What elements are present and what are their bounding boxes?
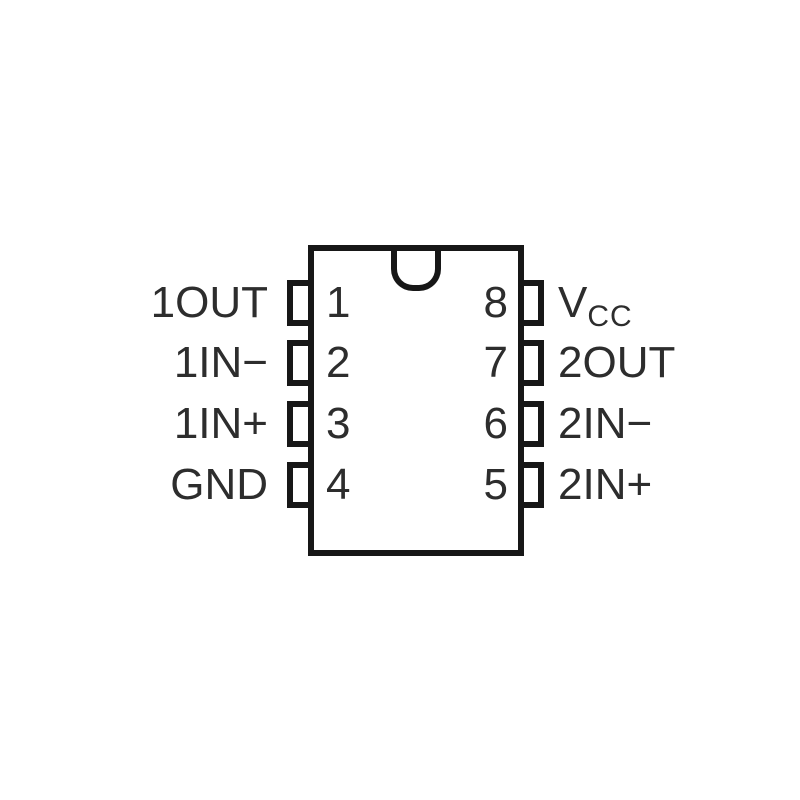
pin-1-label: 1OUT <box>150 278 268 327</box>
vcc-label-main: V <box>558 278 588 327</box>
pin-2-label: 1IN− <box>173 338 268 387</box>
pin-7-label: 2OUT <box>558 338 676 387</box>
pin-8-number: 8 <box>483 278 508 327</box>
pin-1-number: 1 <box>326 278 351 327</box>
pin-7-number: 7 <box>483 338 508 387</box>
pin-5-number: 5 <box>483 460 508 509</box>
pin-5-label: 2IN+ <box>558 460 653 509</box>
vcc-label-subscript: CC <box>587 300 633 333</box>
pin-4-label: GND <box>170 460 268 509</box>
pin-6-number: 6 <box>483 399 508 448</box>
pin-3-number: 3 <box>326 399 351 448</box>
pin-6-label: 2IN− <box>558 399 653 448</box>
pin1-orientation-notch-icon <box>391 251 441 291</box>
pin-3-label: 1IN+ <box>173 399 268 448</box>
pin-4-number: 4 <box>326 460 351 509</box>
ic-package-body: 1 2 3 4 8 7 6 5 <box>308 245 524 556</box>
pin-8-label: VCC <box>558 278 633 334</box>
pin-2-number: 2 <box>326 338 351 387</box>
